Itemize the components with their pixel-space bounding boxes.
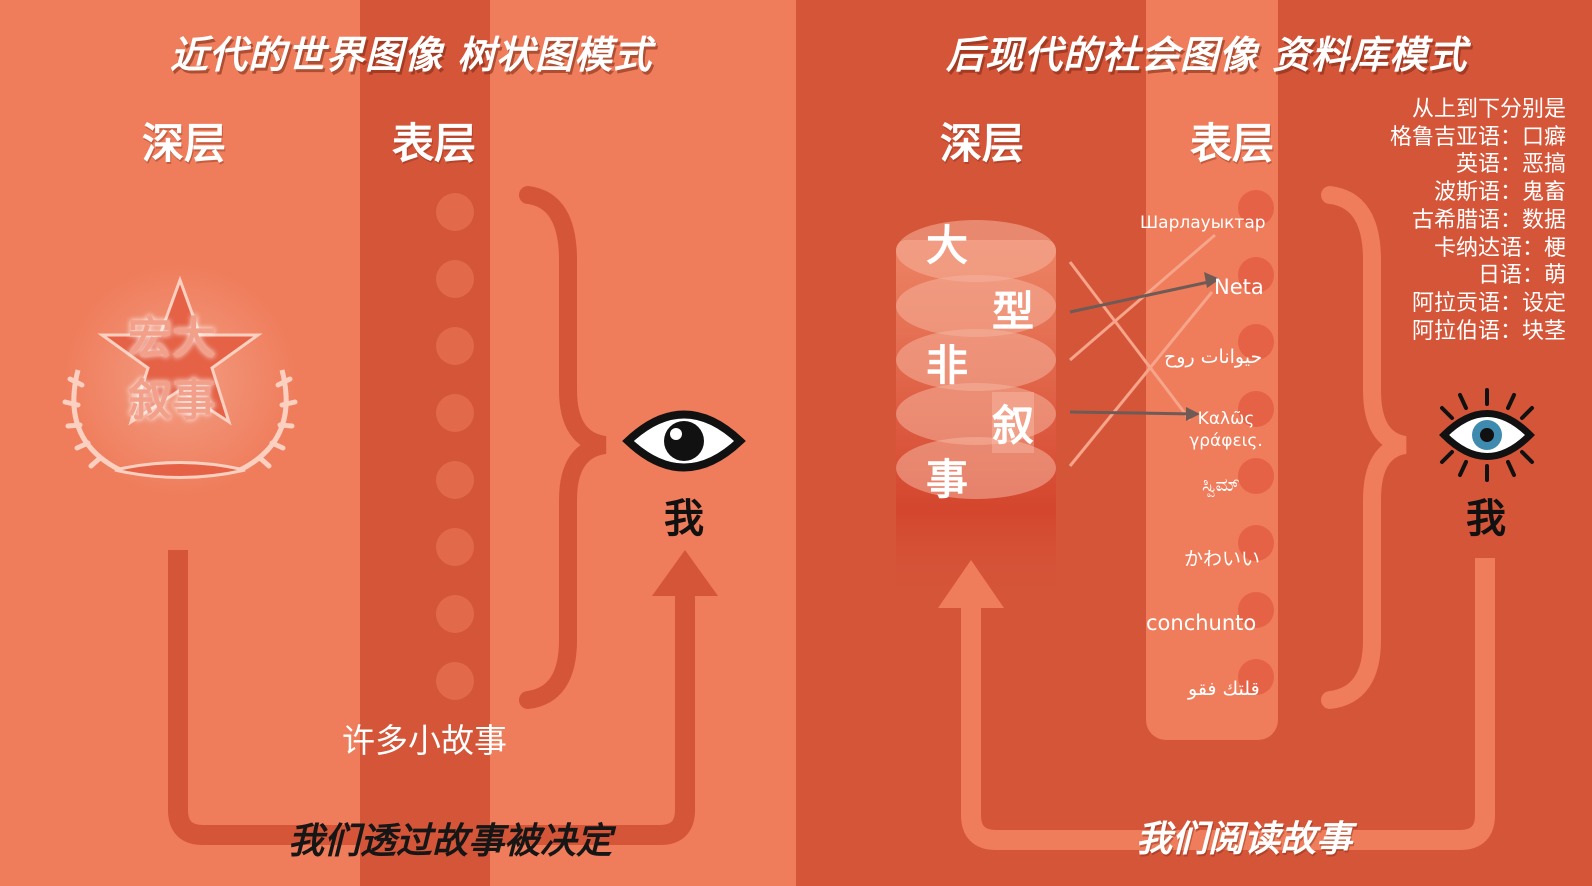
- right-loop-arrow: [961, 558, 1495, 850]
- left-bottom-caption: 我们透过故事被决定: [288, 821, 613, 862]
- legend-item: 格鲁吉亚语：口癖: [1389, 124, 1566, 150]
- database-cylinder: [896, 220, 1056, 600]
- legend-item: 波斯语：鬼畜: [1433, 180, 1566, 206]
- right-me-label: 我: [1466, 496, 1506, 542]
- legend-item: 阿拉伯语：块茎: [1411, 318, 1566, 344]
- left-me-label: 我: [664, 496, 704, 542]
- right-word-dots: [1238, 190, 1274, 695]
- legend-heading: 从上到下分别是: [1411, 97, 1566, 122]
- right-brace-icon: [1321, 186, 1408, 709]
- word-kannada: ಸ್ವಿಮ್: [1202, 474, 1240, 496]
- connection-lines: [1068, 233, 1220, 467]
- word-japanese: かわいい: [1184, 548, 1261, 570]
- language-legend: 从上到下分别是 格鲁吉亚语：口癖 英语：恶搞 波斯语：鬼畜 古希腊语：数据 卡纳…: [1390, 96, 1566, 345]
- cylinder-char-4: 叙: [992, 392, 1035, 453]
- left-loop-arrow: [168, 550, 695, 845]
- left-title: 近代的世界图像 树状图模式: [170, 33, 653, 77]
- legend-item: 古希腊语：数据: [1411, 207, 1566, 233]
- right-surface-label: 表层: [1190, 119, 1275, 168]
- eye-icon: [622, 410, 746, 472]
- right-arrow-head-icon: [938, 560, 1004, 608]
- right-deep-label: 深层: [940, 119, 1025, 168]
- right-title: 后现代的社会图像 资料库模式: [946, 33, 1468, 77]
- word-persian: حيوانات روح: [1164, 346, 1263, 368]
- eye-icon: [1439, 388, 1535, 482]
- left-deep-label: 深层: [142, 119, 227, 168]
- left-arrow-head-icon: [652, 550, 718, 596]
- legend-item: 英语：恶搞: [1455, 152, 1566, 178]
- word-arabic: قلتك فقو: [1188, 678, 1260, 700]
- word-aragonese: conchunto: [1146, 611, 1257, 635]
- cylinder-char-2: 型: [992, 287, 1035, 336]
- cylinder-char-3: 非: [926, 341, 969, 390]
- left-story-dots: [436, 193, 474, 700]
- legend-item: 卡纳达语：梗: [1433, 235, 1566, 261]
- right-bottom-caption: 我们阅读故事: [1136, 819, 1353, 860]
- legend-item: 日语：萌: [1477, 263, 1566, 289]
- cylinder-char-1: 大: [926, 221, 969, 270]
- word-greek: Καλῶς γράφεις.: [1189, 409, 1263, 451]
- small-stories-caption: 许多小故事: [342, 721, 507, 760]
- legend-item: 阿拉贡语：设定: [1411, 290, 1566, 316]
- left-surface-band: [360, 0, 490, 886]
- word-english: Neta: [1214, 275, 1264, 299]
- cylinder-char-5: 事: [926, 455, 969, 504]
- emblem-line1: 宏大: [128, 313, 216, 364]
- star-laurel-emblem-icon: [60, 260, 300, 500]
- emblem-line2: 叙事: [128, 375, 216, 426]
- word-georgian: Шарлауыктар: [1140, 213, 1266, 233]
- left-brace-icon: [519, 186, 607, 709]
- left-surface-label: 表层: [392, 119, 477, 168]
